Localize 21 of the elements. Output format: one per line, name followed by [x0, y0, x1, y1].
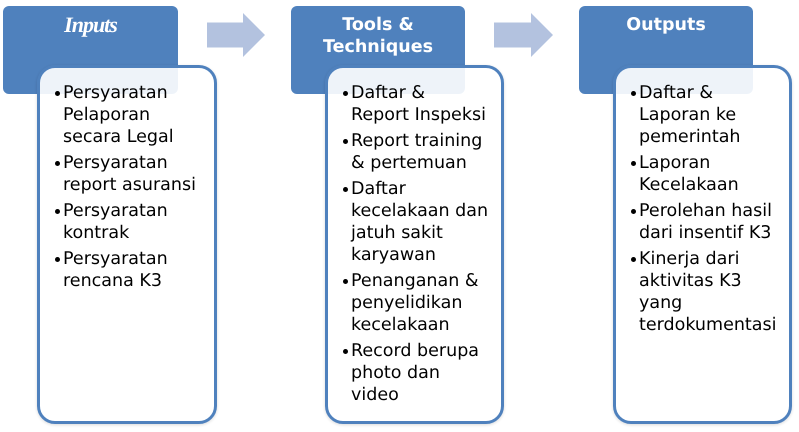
list-item: Daftar & Laporan ke pemerintah [639, 82, 742, 148]
list-item: Daftar & Report Inspeksi [351, 82, 486, 126]
list-item: Persyaratan Pelaporan secara Legal [63, 82, 175, 148]
content-panel [613, 65, 792, 424]
list-item: Persyaratan report asuransi [63, 152, 197, 196]
block-arrow [494, 13, 553, 57]
list-item: Record berupa photo dan video [351, 340, 480, 406]
list-item: Kinerja dari aktivitas K3 yang terdokumentasi [639, 248, 778, 336]
content-panel [325, 65, 504, 424]
list-item: Daftar kecelakaan dan jatuh sakit karyawan [351, 178, 490, 266]
column-title: Outputs [625, 14, 707, 36]
list-item: Perolehan hasil dari insentif K3 [639, 200, 773, 244]
list-item: Persyaratan kontrak [63, 200, 169, 244]
block-arrow [207, 13, 265, 57]
column-title: Inputs [64, 14, 117, 36]
list-item: Persyaratan rencana K3 [63, 248, 169, 292]
list-item: Report training & pertemuan [351, 130, 484, 174]
column-title: Tools & Techniques [322, 14, 434, 58]
content-panel [37, 65, 217, 424]
list-item: Penanganan & penyelidikan kecelakaan [351, 270, 480, 336]
list-item: Laporan Kecelakaan [639, 152, 740, 196]
